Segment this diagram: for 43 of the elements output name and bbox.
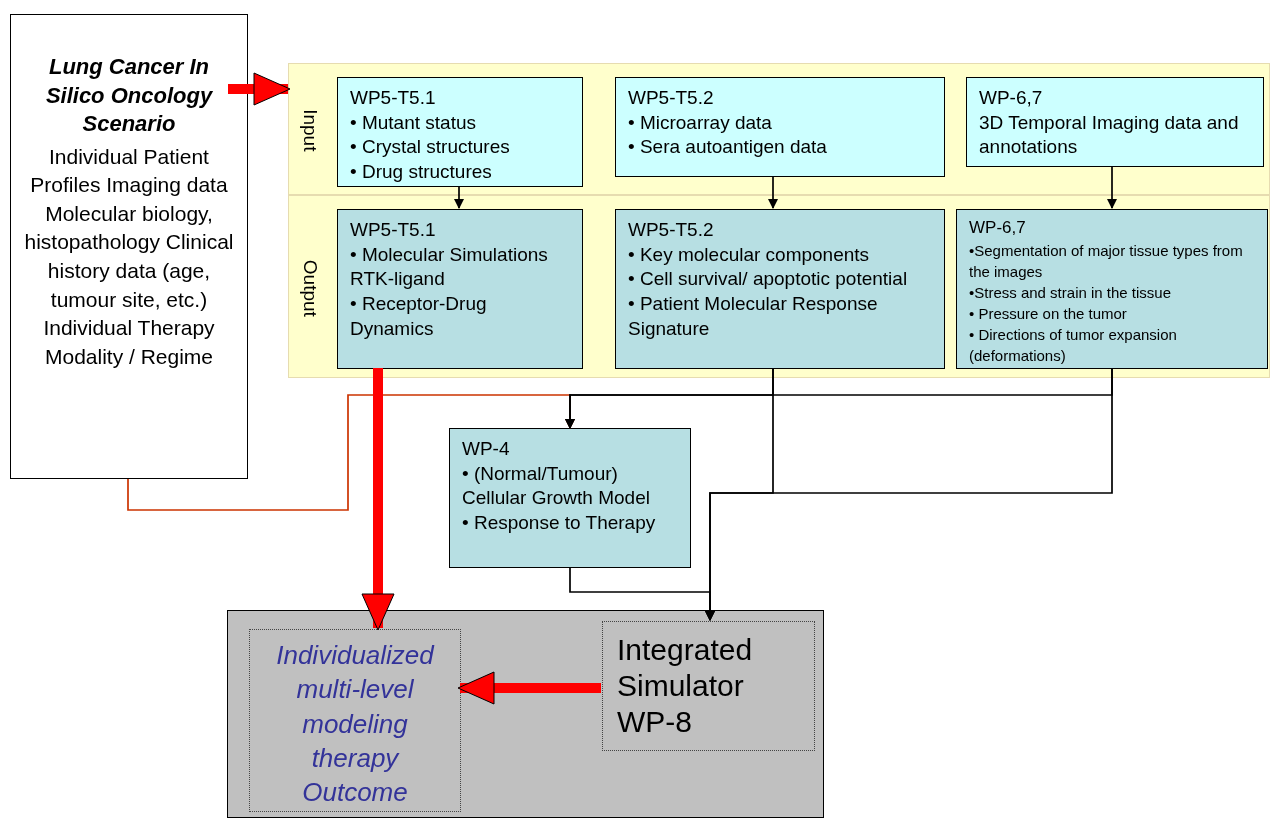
box-heading: WP5-T5.2: [628, 86, 715, 110]
scenario-text: Individual Patient Profiles Imaging data Molecular biology, histopathology Clinical history data (age, tumour site, etc.) Individual Therapy Modality / Regime: [23, 143, 235, 370]
scenario-box: [10, 14, 248, 479]
box-heading: WP5-T5.1: [350, 218, 437, 242]
row-label: Input: [299, 108, 323, 154]
bullet-text: • Key molecular components: [628, 242, 871, 267]
box-shape: [227, 610, 824, 818]
box-heading: WP5-T5.2: [628, 218, 715, 242]
bullet-text: • Microarray data: [628, 110, 773, 135]
bullet-text: • Directions of tumor expansion (deformations): [969, 324, 1178, 366]
output-box: [449, 428, 691, 568]
output-box: [615, 209, 945, 369]
output-box: [337, 209, 583, 369]
band: [288, 195, 1270, 378]
outcome-box: [249, 629, 461, 812]
input-box: [337, 77, 583, 187]
outcome-text: Individualized multi-level modeling therapy Outcome: [275, 639, 436, 810]
bullet-text: •Segmentation of major tissue types from the images: [969, 240, 1244, 282]
row-label: Output: [299, 258, 323, 318]
output-box: [956, 209, 1268, 369]
simulator-text: Integrated Simulator WP-8: [617, 632, 754, 740]
bullet-text: • Pressure on the tumor: [969, 303, 1128, 324]
bullet-text: • Response to Therapy: [462, 511, 657, 536]
bullet-text: • Crystal structures: [350, 135, 511, 160]
bullet-text: • (Normal/Tumour) Cellular Growth Model: [462, 461, 651, 511]
box-heading: WP-6,7: [979, 86, 1044, 110]
bullet-text: • Mutant status: [350, 110, 477, 135]
bullet-text: •Stress and strain in the tissue: [969, 282, 1173, 303]
band: [288, 63, 1270, 195]
box-heading: WP5-T5.1: [350, 86, 437, 110]
scenario-title: Lung Cancer In Silico Oncology Scenario: [44, 53, 214, 139]
simulator-box: [602, 621, 815, 751]
box-heading: WP-4: [462, 437, 511, 461]
box-heading: WP-6,7: [969, 217, 1027, 239]
bullet-text: • Molecular Simulations RTK-ligand: [350, 242, 549, 292]
input-box: [615, 77, 945, 177]
bullet-text: • Patient Molecular Response Signature: [628, 292, 879, 341]
input-box: [966, 77, 1264, 167]
bullet-text: 3D Temporal Imaging data and annotations: [979, 110, 1240, 160]
bullet-text: • Receptor-Drug Dynamics: [350, 292, 488, 341]
bullet-text: • Sera autoantigen data: [628, 135, 828, 160]
bullet-text: • Cell survival/ apoptotic potential: [628, 267, 909, 292]
bullet-text: • Drug structures: [350, 160, 493, 185]
